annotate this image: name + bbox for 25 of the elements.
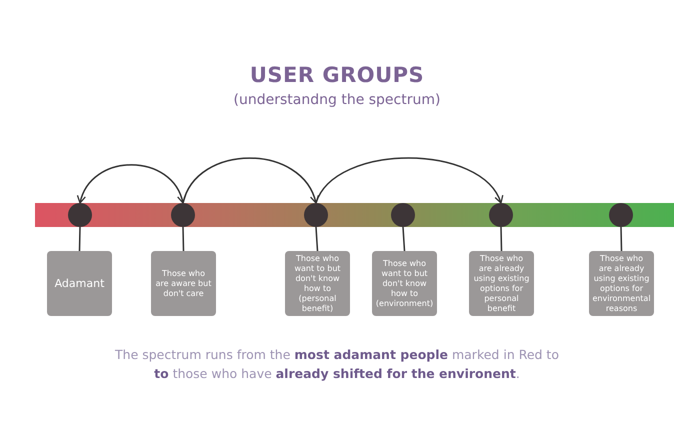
curved-arrow [315,157,502,204]
curved-arrow [78,164,186,204]
caption: The spectrum runs from the most adamant people marked in Red to to those who have already shifted for the environent. [114,346,560,383]
marker-dot [391,203,415,227]
group-box: Those who are aware but don't care [151,251,216,316]
group-box: Adamant [47,251,112,316]
connector-line [500,226,502,252]
connector-line [620,226,622,252]
marker-dot [609,203,633,227]
marker-dot [68,203,92,227]
group-box: Those who are already using existing options for personal benefit [469,251,534,316]
title: USER GROUPS [248,63,426,87]
subtitle: (understandng the spectrum) [232,92,442,108]
spectrum-bar [35,203,674,227]
marker-dot [489,203,513,227]
connector-line [315,226,318,252]
group-box: Those who want to but don't know how to (personal benefit) [285,251,350,316]
marker-dot [171,203,195,227]
group-box: Those who are already using existing options for environmental reasons [589,251,654,316]
connector-line [78,226,81,252]
marker-dot [304,203,328,227]
curved-arrow [182,157,318,204]
connector-line [182,226,184,252]
group-box: Those who want to but don't know how to (environment) [372,251,437,316]
connector-line [402,226,406,252]
